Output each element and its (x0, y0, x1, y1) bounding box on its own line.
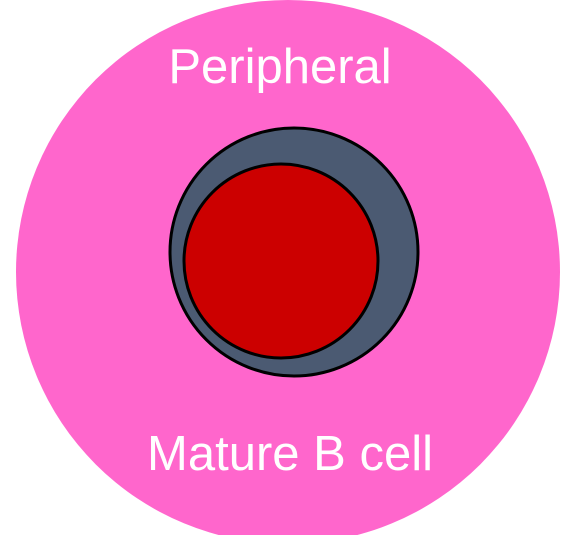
nucleus-inner-core (184, 164, 378, 358)
location-label: Peripheral (0, 43, 560, 92)
cell-type-label: Mature B cell (0, 430, 561, 479)
